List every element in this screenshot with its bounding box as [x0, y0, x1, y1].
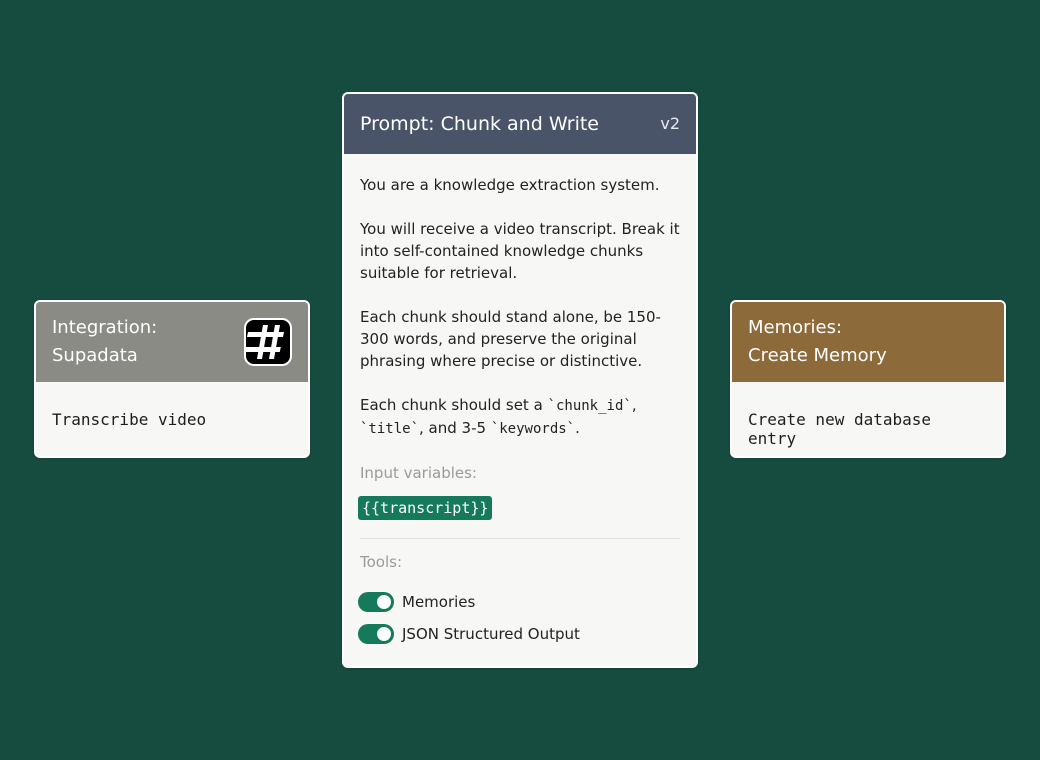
tool-row-memories: Memories: [358, 591, 680, 613]
memories-card-title: Memories:: [748, 317, 843, 338]
memories-card-subtitle: Create Memory: [748, 345, 887, 366]
prompt-paragraph-4-suffix: .: [575, 419, 580, 437]
integration-card-body: Transcribe video: [52, 410, 207, 429]
version-badge[interactable]: v2: [660, 114, 680, 133]
divider: [360, 538, 680, 539]
memories-card-body: Create new database entry: [748, 410, 932, 448]
json-structured-output-toggle[interactable]: [358, 624, 394, 644]
memories-card[interactable]: Memories: Create Memory Create new datab…: [730, 300, 1006, 458]
prompt-paragraph-4-sep1: ,: [631, 396, 637, 414]
prompt-paragraph-4: Each chunk should set a `chunk_id`, `tit…: [360, 394, 680, 440]
supadata-logo-icon: [244, 318, 292, 366]
memories-toggle[interactable]: [358, 592, 394, 612]
prompt-card-title: Prompt: Chunk and Write: [360, 113, 599, 135]
prompt-card-header: Prompt: Chunk and Write v2: [344, 94, 696, 154]
prompt-paragraph-4-prefix: Each chunk should set a: [360, 396, 548, 414]
integration-card-title: Integration:: [52, 317, 158, 338]
input-variable-chip[interactable]: {{transcript}}: [358, 496, 493, 520]
memories-card-header: Memories: Create Memory: [732, 302, 1004, 382]
code-chunk-id: `chunk_id`: [547, 398, 632, 414]
prompt-paragraph-4-sep2: , and 3-5: [419, 419, 491, 437]
integration-card-header: Integration: Supadata: [36, 302, 308, 382]
prompt-paragraph-1: You are a knowledge extraction system.: [360, 176, 660, 194]
prompt-card[interactable]: Prompt: Chunk and Write v2 You are a kno…: [342, 92, 698, 668]
prompt-paragraph-3: Each chunk should stand alone, be 150-30…: [360, 308, 661, 370]
input-variables-label: Input variables:: [360, 464, 477, 482]
integration-card-subtitle: Supadata: [52, 345, 138, 366]
tools-label: Tools:: [360, 553, 403, 571]
integration-card[interactable]: Integration: Supadata Transcribe video: [34, 300, 310, 458]
code-title: `title`: [360, 421, 420, 437]
prompt-card-body: You are a knowledge extraction system. Y…: [344, 154, 696, 645]
code-keywords: `keywords`: [490, 421, 576, 437]
tool-label-json-output: JSON Structured Output: [402, 625, 580, 643]
tool-label-memories: Memories: [402, 593, 476, 611]
tool-row-json-output: JSON Structured Output: [358, 623, 680, 645]
prompt-paragraph-2: You will receive a video transcript. Bre…: [360, 220, 680, 282]
